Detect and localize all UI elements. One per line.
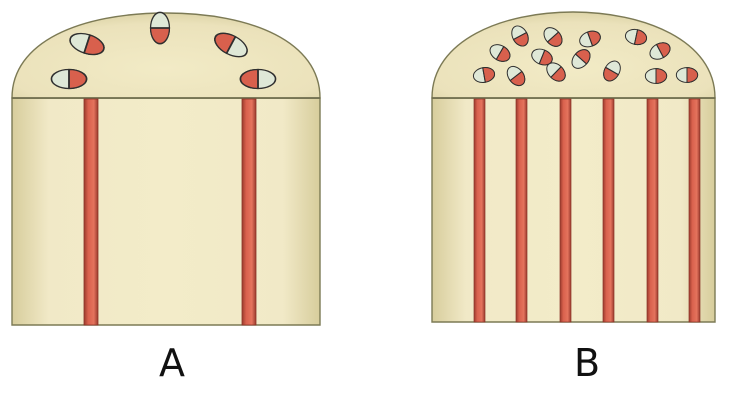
panel-b-stripe-2 bbox=[516, 99, 527, 322]
panel-b-stripe-4 bbox=[603, 99, 614, 322]
panel-b-cluster-13 bbox=[676, 68, 697, 83]
panel-b-stripe-5 bbox=[647, 99, 658, 322]
panel-a-label: A bbox=[142, 338, 202, 388]
panel-b-dome bbox=[432, 12, 715, 98]
panel-a-stripe-1 bbox=[84, 99, 98, 325]
panel-b-stripe-1 bbox=[474, 99, 485, 322]
panel-b-stripe-6 bbox=[689, 99, 700, 322]
panel-b-cluster-12 bbox=[645, 69, 666, 84]
panel-b-stripe-3 bbox=[560, 99, 571, 322]
panel-a bbox=[12, 12, 320, 325]
panel-b bbox=[432, 12, 715, 322]
panel-a-stripe-2 bbox=[242, 99, 256, 325]
panel-b-label: B bbox=[557, 338, 617, 388]
panel-a-cluster-1 bbox=[51, 70, 86, 89]
panel-a-body bbox=[12, 98, 320, 325]
panel-a-cluster-5 bbox=[240, 70, 275, 89]
panel-a-cluster-3 bbox=[151, 12, 170, 43]
